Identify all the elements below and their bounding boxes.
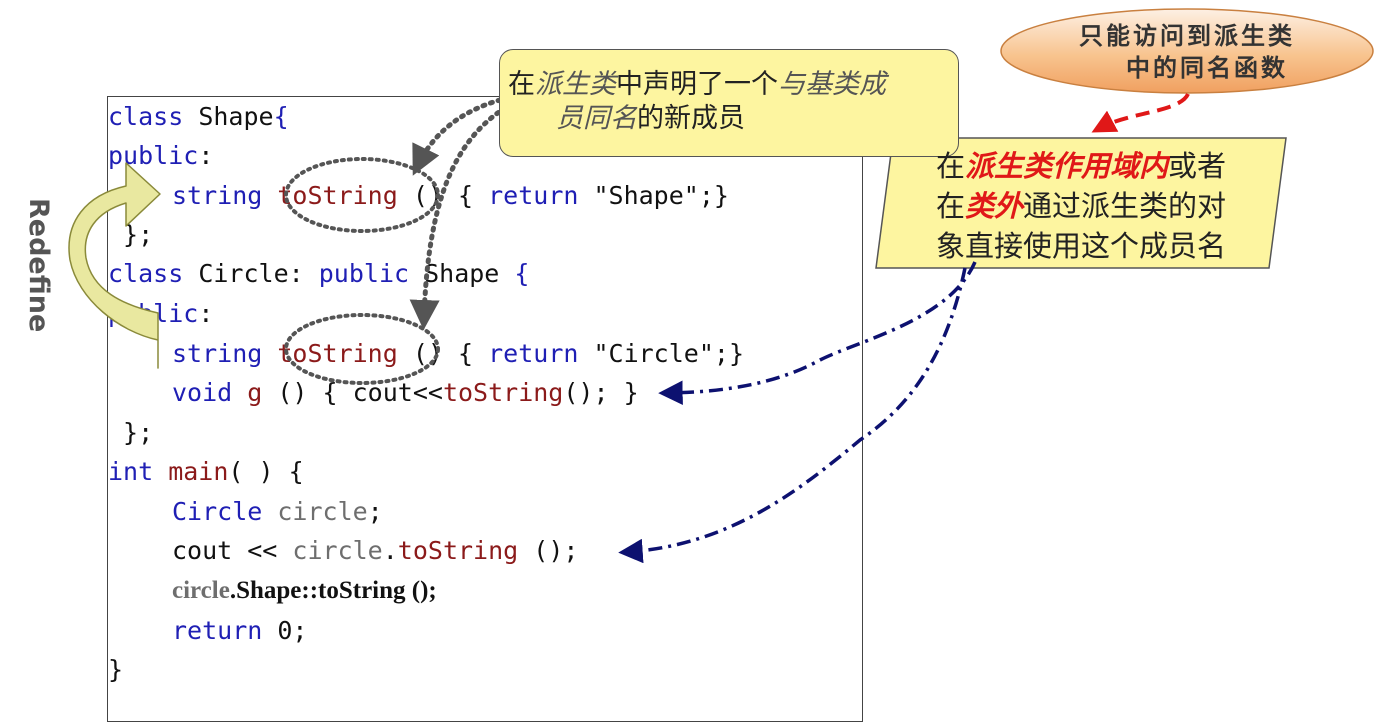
function-tostring-call: toString (397, 536, 519, 565)
callout-text: 中声明了一个 (616, 69, 778, 100)
callout-text: 的新成员 (637, 103, 745, 134)
callout-text-highlight: 类外 (964, 189, 1023, 223)
brace: { (273, 102, 289, 131)
code-line-1: class Shape{ (108, 97, 289, 137)
code-line-12: cout << circle.toString (); (108, 531, 578, 571)
class-name: Shape (183, 102, 274, 131)
code-punct: . (382, 536, 398, 565)
code-line-14: return 0; (108, 611, 307, 651)
redefine-label: Redefine (23, 198, 54, 333)
code-punct: (); (518, 536, 579, 565)
code-line-3: string toString () { return "Shape";} (108, 176, 729, 216)
code-line-6: public: (108, 294, 213, 334)
code-line-8: void g () { cout<<toString(); } (108, 373, 639, 413)
code-line-13: circle.Shape::toString (); (108, 571, 437, 611)
keyword-int: int (108, 457, 154, 486)
keyword-return: return (488, 339, 579, 368)
code-punct: }; (108, 418, 154, 447)
string-literal: "Circle" (578, 339, 714, 368)
callout-text: 在 (508, 69, 535, 100)
cout: cout << (172, 536, 293, 565)
code-punct: ; (367, 497, 383, 526)
function-tostring-call: toString (442, 378, 564, 407)
red-dashed-arrow (1091, 92, 1190, 133)
colon: : (198, 299, 214, 328)
variable-circle: circle (262, 497, 368, 526)
only-access-callout: 只能访问到派生类 中的同名函数 (1000, 10, 1374, 92)
code-line-10: int main( ) { (108, 452, 304, 492)
function-main: main (153, 457, 229, 486)
colon: : (198, 141, 214, 170)
keyword-void: void (172, 378, 233, 407)
code-punct: } (108, 655, 124, 684)
callout-text: 在 (935, 189, 965, 223)
brace: { (514, 259, 530, 288)
type-string: string (172, 181, 263, 210)
code-punct: () { (397, 181, 489, 210)
base-class-name: Shape (409, 259, 515, 288)
callout-text: 象直接使用这个成员名 (935, 229, 1226, 263)
variable-circle: circle (172, 577, 230, 604)
code-punct: ;} (698, 181, 729, 210)
code-line-11: Circle circle; (108, 492, 383, 532)
code-line-9: }; (108, 413, 153, 453)
keyword-class: class (108, 102, 184, 131)
code-line-15: } (108, 650, 123, 690)
callout-text-emphasis: 与基类成 (778, 69, 886, 100)
code-punct: 0; (262, 616, 308, 645)
function-tostring: toString (277, 339, 398, 368)
keyword-class: class (108, 259, 184, 288)
keyword-public: public (108, 299, 199, 328)
callout-text-emphasis: 派生类 (535, 69, 616, 100)
callout-text-emphasis: 员同名 (556, 103, 637, 134)
code-line-7: string toString () { return "Circle";} (108, 334, 744, 374)
variable-circle: circle (292, 536, 383, 565)
code-punct: () { cout<< (262, 378, 443, 407)
callout-text-highlight: 派生类作用域内 (964, 149, 1168, 183)
keyword-return: return (488, 181, 579, 210)
callout-text: 中的同名函数 (1126, 54, 1288, 82)
scope-callout: 在派生类作用域内或者 在类外通过派生类的对 象直接使用这个成员名 (876, 138, 1286, 268)
callout-text: 在 (935, 149, 965, 183)
declare-callout: 在派生类中声明了一个与基类成 员同名的新成员 (499, 49, 959, 157)
string-literal: "Shape" (578, 181, 699, 210)
function-g: g (232, 378, 263, 407)
class-name: Circle: (183, 259, 319, 288)
code-line-2: public: (108, 136, 213, 176)
callout-text: 只能访问到派生类 (1079, 22, 1295, 50)
callout-text: 通过派生类的对 (1023, 189, 1227, 223)
code-line-5: class Circle: public Shape { (108, 254, 529, 294)
qualified-call: .Shape::toString (); (229, 577, 437, 604)
code-punct: ;} (713, 339, 744, 368)
code-punct: }; (108, 220, 154, 249)
type-string: string (172, 339, 263, 368)
keyword-return: return (172, 616, 263, 645)
code-punct: () { (397, 339, 489, 368)
callout-text: 或者 (1168, 149, 1227, 183)
function-tostring: toString (277, 181, 398, 210)
keyword-public: public (108, 141, 199, 170)
code-line-4: }; (108, 215, 153, 255)
code-punct: ( ) { (228, 457, 304, 486)
code-punct: (); } (563, 378, 639, 407)
keyword-public: public (318, 259, 410, 288)
type-circle: Circle (172, 497, 263, 526)
